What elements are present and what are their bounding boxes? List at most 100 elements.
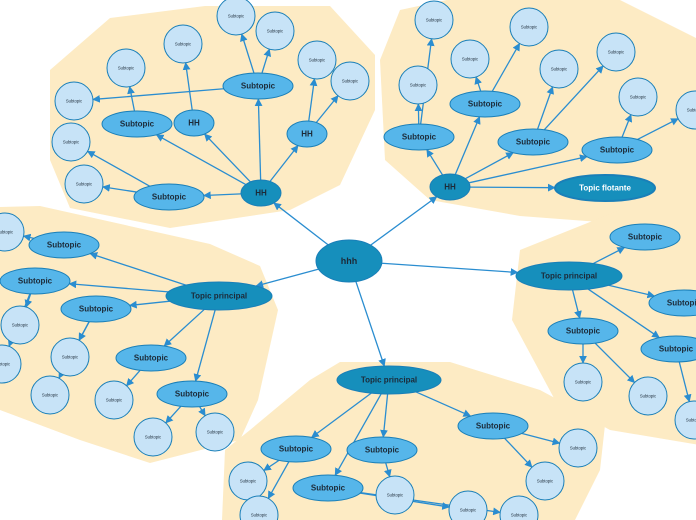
leaf-node-e_l1[interactable]: Subtopic	[228, 461, 268, 501]
subtopic-node-e_s2[interactable]: Subtopic	[346, 436, 418, 464]
leaf-label: Subtopic	[342, 79, 358, 84]
leaf-node-b_l1[interactable]: Subtopic	[398, 65, 438, 105]
topic-node-t2[interactable]: HH	[429, 173, 471, 201]
subtopic-node-a_hh1[interactable]: HH	[173, 109, 215, 137]
leaf-node-c_l4[interactable]: Subtopic	[50, 337, 90, 377]
connector-t5-e_s3	[334, 393, 382, 476]
connector-d_s4-d_l3	[678, 361, 692, 403]
leaf-node-a_l1[interactable]: Subtopic	[163, 24, 203, 64]
subtopic-node-b_s4[interactable]: Subtopic	[581, 136, 653, 164]
topic-node-t3[interactable]: Topic principal	[165, 281, 273, 311]
leaf-label: Subtopic	[12, 323, 28, 328]
subtopic-node-d_s3[interactable]: Subtopic	[547, 317, 619, 345]
connector-t1-a_hh2	[269, 144, 299, 182]
subtopic-node-c_s2[interactable]: Subtopic	[0, 267, 71, 295]
subtopic-node-a_s1[interactable]: Subtopic	[101, 110, 173, 138]
leaf-node-e_l5[interactable]: Subtopic	[499, 495, 539, 520]
leaf-node-b_l4[interactable]: Subtopic	[509, 7, 549, 47]
subtopic-shape	[457, 412, 529, 440]
connector-e_s1-e_l1	[263, 459, 280, 472]
leaf-node-c_l8[interactable]: Subtopic	[195, 412, 235, 452]
leaf-node-e_l6[interactable]: Subtopic	[558, 428, 598, 468]
leaf-node-e_l7[interactable]: Subtopic	[525, 461, 565, 501]
leaf-node-d_l1[interactable]: Subtopic	[563, 362, 603, 402]
leaf-node-a_l5[interactable]: Subtopic	[216, 0, 256, 36]
leaf-node-c_l5[interactable]: Subtopic	[30, 375, 70, 415]
subtopic-label: Subtopic	[365, 446, 400, 455]
leaf-node-c_l1[interactable]: Subtopic	[0, 212, 25, 252]
subtopic-shape	[292, 474, 364, 502]
connector-c_s1-c_l1	[22, 233, 35, 242]
subtopic-label: Subtopic	[600, 146, 635, 155]
leaf-shape	[414, 0, 454, 40]
subtopic-node-d_s2[interactable]: Subtopic	[648, 289, 696, 317]
leaf-shape	[51, 122, 91, 162]
subtopic-node-a_s2[interactable]: Subtopic	[222, 72, 294, 100]
leaf-shape	[674, 400, 696, 440]
leaf-shape	[0, 344, 22, 384]
leaf-node-a_l3[interactable]: Subtopic	[330, 61, 370, 101]
leaf-node-e_l4[interactable]: Subtopic	[448, 490, 488, 520]
subtopic-node-e_s1[interactable]: Subtopic	[260, 435, 332, 463]
leaf-shape	[448, 490, 488, 520]
leaf-node-e_l2[interactable]: Subtopic	[239, 495, 279, 520]
subtopic-shape	[346, 436, 418, 464]
central-node-c[interactable]: hhh	[315, 239, 383, 283]
leaf-node-a_l9[interactable]: Subtopic	[64, 164, 104, 204]
leaf-node-a_l4[interactable]: Subtopic	[106, 48, 146, 88]
subtopic-shape	[581, 136, 653, 164]
subtopic-node-b_s1[interactable]: Subtopic	[383, 123, 455, 151]
subtopic-node-c_s3[interactable]: Subtopic	[60, 295, 132, 323]
subtopic-node-d_s1[interactable]: Subtopic	[609, 223, 681, 251]
leaf-node-c_l3[interactable]: Subtopic	[0, 344, 22, 384]
leaf-label: Subtopic	[42, 393, 58, 398]
leaf-shape	[375, 475, 415, 515]
leaf-node-b_l7[interactable]: Subtopic	[618, 77, 658, 117]
subtopic-node-c_s1[interactable]: Subtopic	[28, 231, 100, 259]
leaf-node-b_l5[interactable]: Subtopic	[539, 49, 579, 89]
leaf-node-a_l2[interactable]: Subtopic	[297, 40, 337, 80]
subtopic-label: Subtopic	[79, 305, 114, 314]
floating-node-f1[interactable]: Topic flotante	[554, 174, 656, 202]
leaf-node-d_l3[interactable]: Subtopic	[674, 400, 696, 440]
subtopic-node-d_s4[interactable]: Subtopic	[640, 335, 696, 363]
topic-node-t5[interactable]: Topic principal	[336, 365, 442, 395]
leaf-node-c_l7[interactable]: Subtopic	[133, 417, 173, 457]
leaf-node-b_l2[interactable]: Subtopic	[414, 0, 454, 40]
leaf-node-b_l3[interactable]: Subtopic	[450, 39, 490, 79]
connector-c-t1	[273, 202, 329, 246]
leaf-shape	[216, 0, 256, 36]
connector-b_s3-b_l5	[536, 86, 554, 130]
leaf-node-c_l2[interactable]: Subtopic	[0, 305, 40, 345]
subtopic-node-c_s4[interactable]: Subtopic	[115, 344, 187, 372]
subtopic-node-a_s3[interactable]: Subtopic	[133, 183, 205, 211]
subtopic-label: Subtopic	[468, 100, 503, 109]
topic-node-t4[interactable]: Topic principal	[515, 261, 623, 291]
leaf-label: Subtopic	[521, 25, 537, 30]
connector-t3-c_s4	[163, 308, 205, 347]
subtopic-node-b_s2[interactable]: Subtopic	[449, 90, 521, 118]
leaf-node-b_l8[interactable]: Subtopic	[675, 90, 696, 130]
connector-t3-c_s3	[128, 300, 170, 309]
subtopic-node-a_hh2[interactable]: HH	[286, 120, 328, 148]
subtopic-node-e_s3[interactable]: Subtopic	[292, 474, 364, 502]
leaf-node-e_l3[interactable]: Subtopic	[375, 475, 415, 515]
connector-t3-c_s5	[193, 309, 216, 382]
connector-a_s2-a_l5	[240, 33, 255, 74]
subtopic-node-e_s4[interactable]: Subtopic	[457, 412, 529, 440]
subtopic-node-c_s5[interactable]: Subtopic	[156, 380, 228, 408]
leaf-label: Subtopic	[686, 418, 696, 423]
leaf-node-a_l7[interactable]: Subtopic	[54, 81, 94, 121]
connector-t4-d_s1	[592, 246, 626, 265]
subtopic-node-b_s3[interactable]: Subtopic	[497, 128, 569, 156]
leaf-node-b_l6[interactable]: Subtopic	[596, 32, 636, 72]
leaf-node-a_l6[interactable]: Subtopic	[255, 11, 295, 51]
leaf-node-a_l8[interactable]: Subtopic	[51, 122, 91, 162]
topic-node-t1[interactable]: HH	[240, 179, 282, 207]
leaf-label: Subtopic	[537, 479, 553, 484]
leaf-node-c_l6[interactable]: Subtopic	[94, 380, 134, 420]
connector-a_s3-a_l9	[102, 184, 137, 193]
connector-t3-c_s1	[89, 252, 187, 286]
leaf-node-d_l2[interactable]: Subtopic	[628, 376, 668, 416]
